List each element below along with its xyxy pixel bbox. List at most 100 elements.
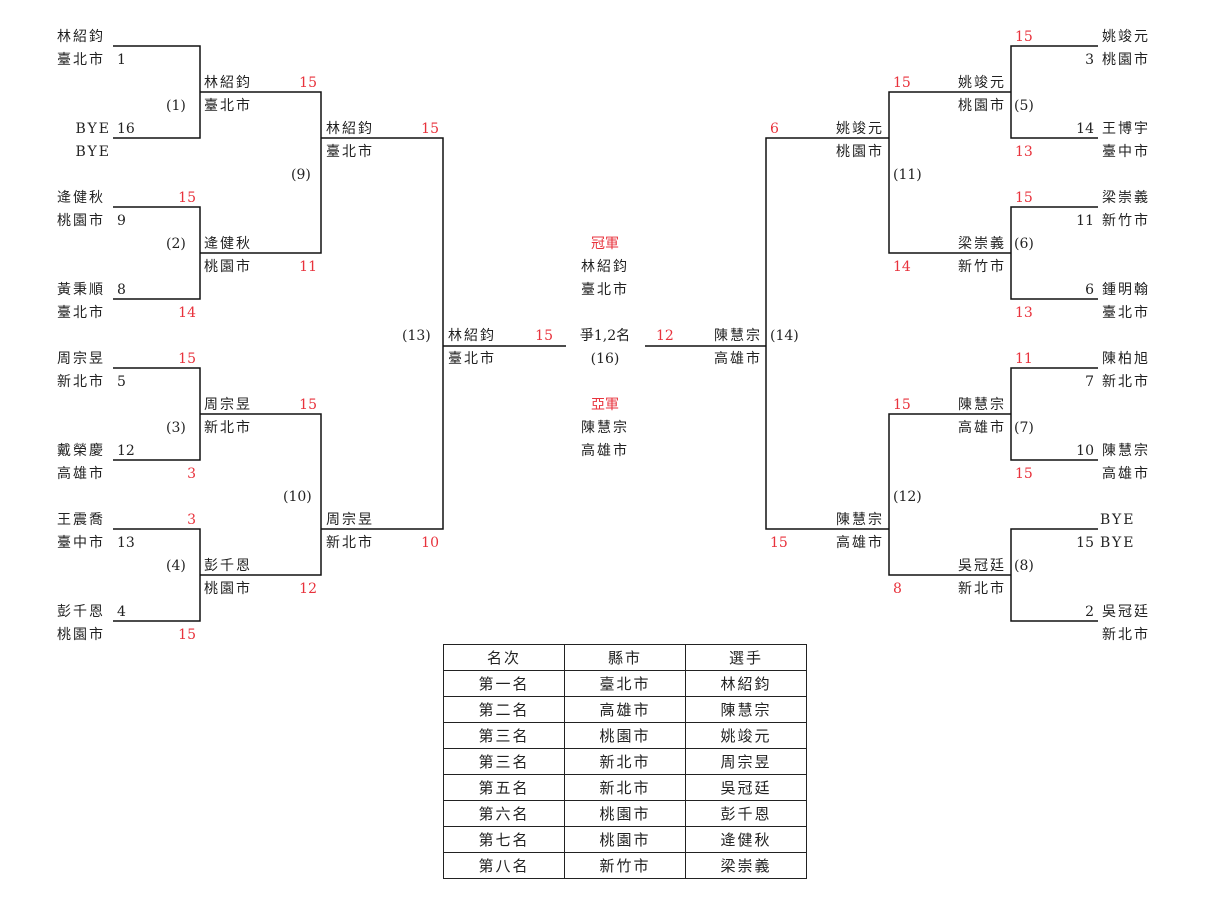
player-city: 臺北市 [57,305,105,321]
player-city: 臺北市 [1102,305,1150,321]
player-name: 周宗昱 [57,351,105,367]
player-city: 桃園市 [204,581,252,597]
player-city: 桃園市 [57,213,105,229]
rank-cell: 第三名 [443,748,565,775]
champion-label: 冠軍 [591,236,619,252]
score: 3 [187,466,196,482]
match-number: (10) [283,489,312,505]
table-row: 第六名 桃園市 彭千恩 [443,800,807,827]
score: 12 [299,581,317,597]
match-number: (1) [166,98,186,114]
player-city: 高雄市 [958,420,1006,436]
seed-number: 6 [1085,282,1094,298]
seed-number: 11 [1076,213,1094,229]
player-name: 逄健秋 [57,190,105,206]
runnerup-name: 陳慧宗 [581,420,629,436]
player-city: 新竹市 [1102,213,1150,229]
seed-number: 12 [117,443,135,459]
city-cell: 高雄市 [564,696,686,723]
player-city: 高雄市 [1102,466,1150,482]
match-number: (13) [402,328,431,344]
rank-cell: 第一名 [443,670,565,697]
player-cell: 周宗昱 [685,748,807,775]
rank-cell: 第五名 [443,774,565,801]
match-number: (6) [1014,236,1034,252]
score: 13 [1015,144,1033,160]
player-city: 新北市 [57,374,105,390]
player-city: 高雄市 [836,535,884,551]
score: 8 [893,581,902,597]
score: 15 [421,121,439,137]
match-number: (16) [590,351,620,367]
player-city: 新北市 [204,420,252,436]
seed-number: 4 [117,604,126,620]
player-cell: 逄健秋 [685,826,807,853]
score: 15 [1015,466,1033,482]
player-name: 姚竣元 [958,75,1006,91]
seed-number: 1 [117,52,126,68]
match-number: (3) [166,420,186,436]
player-cell: 林紹鈞 [685,670,807,697]
rank-cell: 第二名 [443,696,565,723]
player-city: 桃園市 [57,627,105,643]
seed-number: 14 [1076,121,1094,137]
player-city: 新北市 [1102,374,1150,390]
table-row: 第五名 新北市 吳冠廷 [443,774,807,801]
player-city: 臺中市 [57,535,105,551]
score: 15 [893,397,911,413]
player-cell: 吳冠廷 [685,774,807,801]
match-number: (8) [1014,558,1034,574]
score: 15 [1015,190,1033,206]
player-name: 王震喬 [57,512,105,528]
player-name: 吳冠廷 [958,558,1006,574]
score: 15 [535,328,553,344]
column-header-player: 選手 [685,644,807,671]
player-name: 林紹鈞 [448,328,496,344]
score: 12 [656,328,674,344]
player-name: 林紹鈞 [326,121,374,137]
city-cell: 臺北市 [564,670,686,697]
champion-city: 臺北市 [581,282,629,298]
player-name: 陳慧宗 [836,512,884,528]
seed-number: 5 [117,374,126,390]
seed-number: 3 [1085,52,1094,68]
rank-cell: 第八名 [443,852,565,879]
player-name: 陳慧宗 [958,397,1006,413]
seed-number: 7 [1085,374,1094,390]
bracket-line [888,91,1011,254]
bracket-line [200,91,322,254]
seed-number: 13 [117,535,135,551]
bracket-line [888,413,1011,576]
ranking-table: 名次 縣市 選手 第一名 臺北市 林紹鈞 第二名 高雄市 陳慧宗 第三名 桃園市… [443,644,807,879]
match-number: (11) [893,167,922,183]
score: 13 [1015,305,1033,321]
score: 15 [178,627,196,643]
player-cell: 陳慧宗 [685,696,807,723]
player-city: 桃園市 [204,259,252,275]
match-number: (5) [1014,98,1034,114]
player-city: 高雄市 [714,351,762,367]
player-name: 梁崇義 [1102,190,1150,206]
champion-name: 林紹鈞 [581,259,629,275]
player-cell: 姚竣元 [685,722,807,749]
city-cell: 桃園市 [564,800,686,827]
score: 15 [299,397,317,413]
player-name: 周宗昱 [326,512,374,528]
table-row: 第七名 桃園市 逄健秋 [443,826,807,853]
bracket-line [765,137,889,530]
city-cell: 桃園市 [564,826,686,853]
table-row: 第八名 新竹市 梁崇義 [443,852,807,879]
bracket-line [113,206,201,300]
player-city: 桃園市 [1102,52,1150,68]
column-header-rank: 名次 [443,644,565,671]
player-name: 鍾明翰 [1102,282,1150,298]
score: 6 [770,121,779,137]
runnerup-city: 高雄市 [581,443,629,459]
player-name: 逄健秋 [204,236,252,252]
score: 11 [1015,351,1033,367]
player-name: 吳冠廷 [1102,604,1150,620]
seed-number: 2 [1085,604,1094,620]
player-city: 新北市 [958,581,1006,597]
score: 10 [421,535,439,551]
